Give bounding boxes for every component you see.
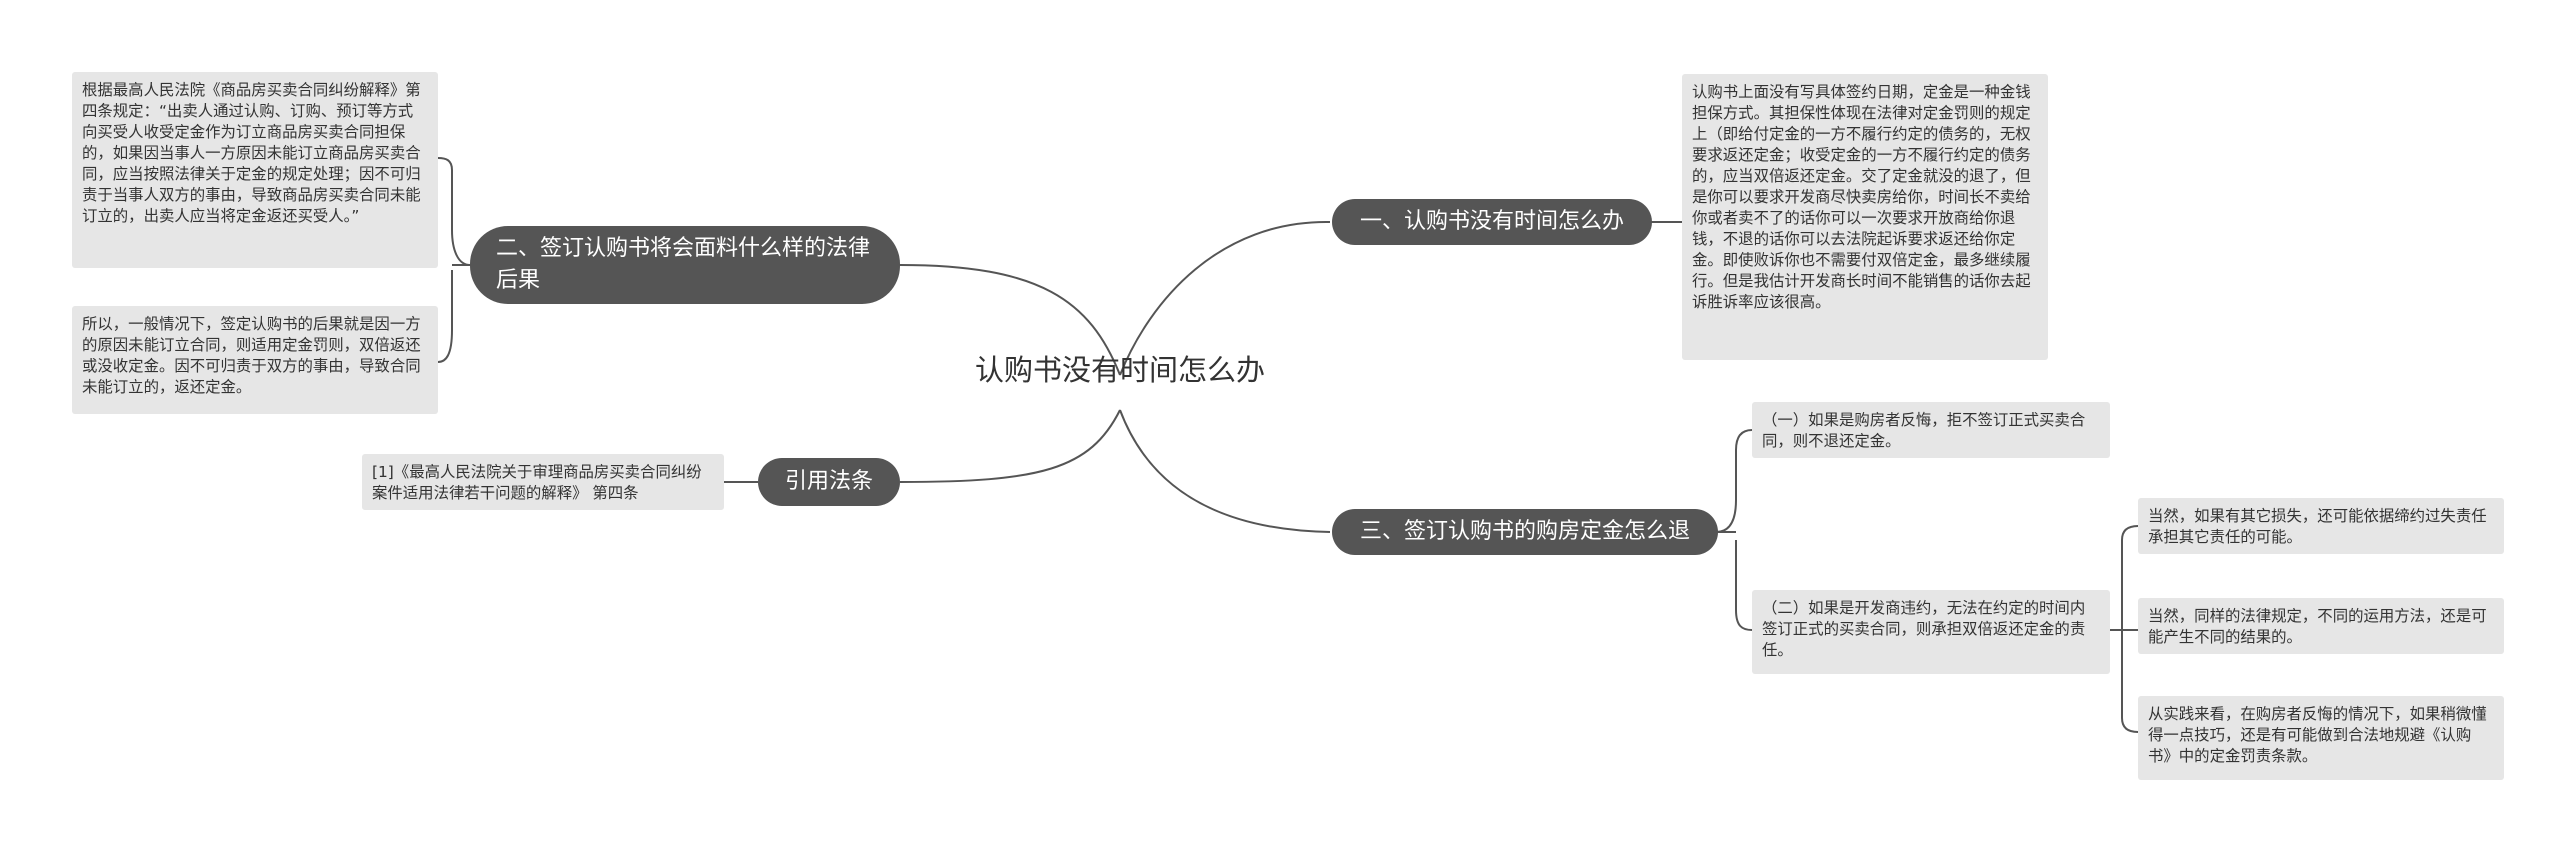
leaf-general-consequence[interactable]: 所以，一般情况下，签定认购书的后果就是因一方的原因未能订立合同，则适用定金罚则，… (72, 306, 438, 414)
leaf-different-results[interactable]: 当然，同样的法律规定，不同的运用方法，还是可能产生不同的结果的。 (2138, 598, 2504, 654)
branch-cited-law[interactable]: 引用法条 (758, 458, 900, 506)
leaf-buyer-regret[interactable]: （一）如果是购房者反悔，拒不签订正式买卖合同，则不退还定金。 (1752, 402, 2110, 458)
branch-deposit-refund[interactable]: 三、签订认购书的购房定金怎么退 (1332, 509, 1718, 555)
leaf-other-losses[interactable]: 当然，如果有其它损失，还可能依据缔约过失责任承担其它责任的可能。 (2138, 498, 2504, 554)
connector-b3-2-subleaves (2108, 525, 2139, 733)
leaf-judicial-interpretation[interactable]: 根据最高人民法院《商品房买卖合同纠纷解释》第四条规定：“出卖人通过认购、订购、预… (72, 72, 438, 268)
leaf-practical-tips[interactable]: 从实践来看，在购房者反悔的情况下，如果稍微懂得一点技巧，还是有可能做到合法地规避… (2138, 696, 2504, 780)
branch-legal-consequences[interactable]: 二、签订认购书将会面料什么样的法律后果 (470, 226, 900, 304)
connector-center-b4 (899, 409, 1121, 483)
connector-b2-leaves (437, 157, 471, 363)
connector-center-b3 (1119, 409, 1331, 533)
central-topic[interactable]: 认购书没有时间怎么办 (974, 353, 1265, 387)
branch-no-time[interactable]: 一、认购书没有时间怎么办 (1332, 199, 1652, 245)
leaf-developer-breach[interactable]: （二）如果是开发商违约，无法在约定的时间内签订正式的买卖合同，则承担双倍返还定金… (1752, 590, 2110, 674)
connector-center-b2 (899, 264, 1121, 376)
leaf-no-date-deposit[interactable]: 认购书上面没有写具体签约日期，定金是一种金钱担保方式。其担保性体现在法律对定金罚… (1682, 74, 2048, 360)
connector-b3-leaves (1715, 429, 1753, 631)
leaf-law-citation[interactable]: [1]《最高人民法院关于审理商品房买卖合同纠纷案件适用法律若干问题的解释》 第四… (362, 454, 724, 510)
connector-center-b1 (1119, 220, 1331, 376)
